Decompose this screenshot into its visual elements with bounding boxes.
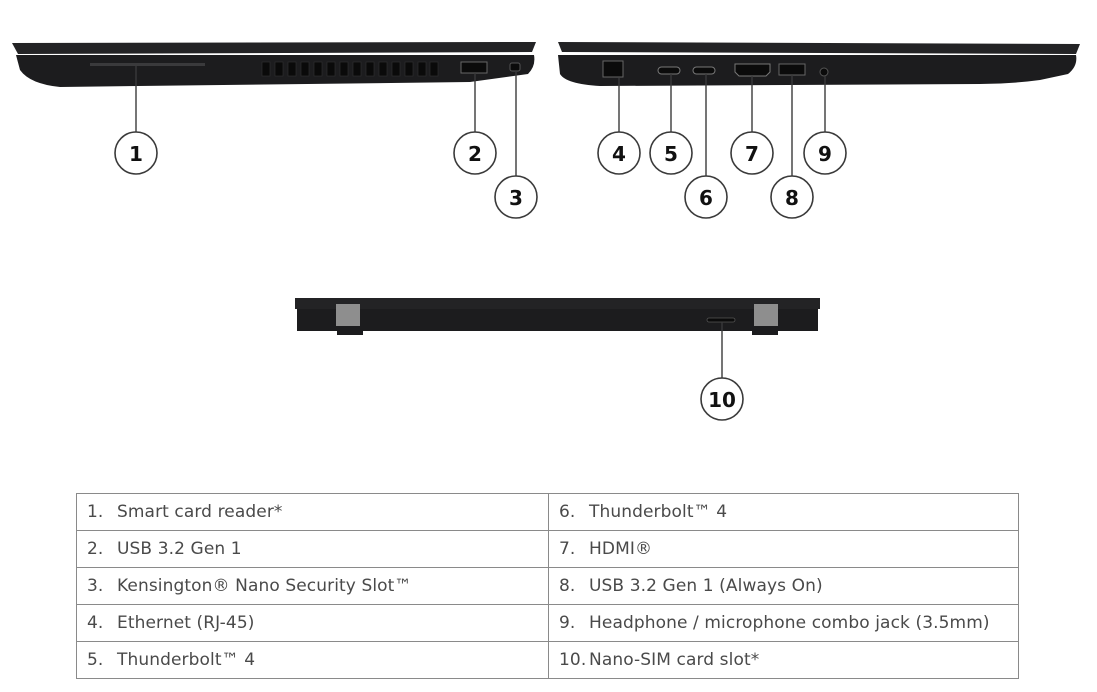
legend-number: 8. — [559, 576, 576, 596]
legend-cell: 8. USB 3.2 Gen 1 (Always On) — [548, 567, 1019, 605]
legend-text: Thunderbolt™ 4 — [589, 502, 728, 522]
svg-text:6: 6 — [699, 186, 713, 210]
rear-chassis-base — [297, 309, 818, 331]
smart-card-slot — [90, 63, 205, 66]
legend-number: 7. — [559, 539, 576, 559]
svg-text:3: 3 — [509, 186, 523, 210]
legend-cell: 9. Headphone / microphone combo jack (3.5… — [548, 604, 1019, 642]
nano-sim-slot — [706, 317, 736, 323]
hdmi-port — [734, 63, 771, 77]
legend-text: USB 3.2 Gen 1 (Always On) — [589, 576, 823, 596]
svg-text:9: 9 — [818, 142, 832, 166]
table-row: 1. Smart card reader* 6. Thunderbolt™ 4 — [76, 493, 1019, 531]
svg-text:2: 2 — [468, 142, 482, 166]
table-row: 5. Thunderbolt™ 4 10.Nano-SIM card slot* — [76, 641, 1019, 679]
hinge-left — [336, 304, 360, 326]
rear-foot-right — [752, 330, 778, 335]
callout-1: 1 — [114, 131, 158, 175]
legend-cell: 5. Thunderbolt™ 4 — [76, 641, 549, 679]
legend-number: 3. — [87, 576, 104, 596]
left-side-view — [12, 42, 536, 87]
legend-cell: 2. USB 3.2 Gen 1 — [76, 530, 549, 568]
legend-number: 2. — [87, 539, 104, 559]
left-chassis-lid — [12, 42, 536, 54]
right-chassis-lid — [558, 42, 1080, 54]
legend-cell: 6. Thunderbolt™ 4 — [548, 493, 1019, 531]
svg-text:5: 5 — [664, 142, 678, 166]
legend-text: Nano-SIM card slot* — [589, 650, 760, 670]
legend-number: 5. — [87, 650, 104, 670]
legend-cell: 1. Smart card reader* — [76, 493, 549, 531]
right-chassis-base — [558, 55, 1077, 86]
legend-text: USB 3.2 Gen 1 — [117, 539, 242, 559]
svg-text:10: 10 — [708, 388, 736, 412]
callout-4: 4 — [597, 131, 641, 175]
table-row: 2. USB 3.2 Gen 1 7. HDMI® — [76, 530, 1019, 568]
table-row: 4. Ethernet (RJ-45) 9. Headphone / microph… — [76, 604, 1019, 642]
usb-a-port-left — [460, 61, 488, 74]
rear-foot-left — [337, 330, 363, 335]
thunderbolt-port-6 — [692, 66, 716, 75]
ports-diagram: 1 2 3 4 5 6 7 8 9 10 — [12, 42, 1080, 421]
svg-text:4: 4 — [612, 142, 626, 166]
callout-7: 7 — [730, 131, 774, 175]
hinge-right — [754, 304, 778, 326]
legend-cell: 10.Nano-SIM card slot* — [548, 641, 1019, 679]
thunderbolt-port-5 — [657, 66, 681, 75]
leader-lines — [135, 66, 826, 378]
right-side-view — [558, 42, 1080, 86]
legend-text: Ethernet (RJ-45) — [117, 613, 255, 633]
legend-number: 1. — [87, 502, 104, 522]
legend-number: 10. — [559, 650, 587, 670]
audio-jack — [819, 67, 829, 77]
callout-3: 3 — [494, 175, 538, 219]
svg-text:7: 7 — [745, 142, 759, 166]
legend-text: HDMI® — [589, 539, 653, 559]
svg-text:8: 8 — [785, 186, 799, 210]
legend-text: Kensington® Nano Security Slot™ — [117, 576, 412, 596]
callout-2: 2 — [453, 131, 497, 175]
ethernet-port — [602, 60, 624, 78]
ports-legend-table: 1. Smart card reader* 6. Thunderbolt™ 4 2.… — [76, 493, 1019, 679]
legend-number: 9. — [559, 613, 576, 633]
legend-text: Headphone / microphone combo jack (3.5mm… — [589, 613, 990, 633]
legend-cell: 4. Ethernet (RJ-45) — [76, 604, 549, 642]
rear-view — [295, 298, 820, 335]
legend-number: 6. — [559, 502, 576, 522]
rear-chassis-lid — [295, 298, 820, 309]
vent-grille — [261, 61, 439, 77]
legend-text: Thunderbolt™ 4 — [117, 650, 256, 670]
svg-text:1: 1 — [129, 142, 143, 166]
legend-number: 4. — [87, 613, 104, 633]
legend-cell: 3. Kensington® Nano Security Slot™ — [76, 567, 549, 605]
table-row: 3. Kensington® Nano Security Slot™ 8. USB … — [76, 567, 1019, 605]
kensington-slot — [509, 62, 521, 72]
callout-10: 10 — [700, 377, 744, 421]
callout-6: 6 — [684, 175, 728, 219]
callout-5: 5 — [649, 131, 693, 175]
callout-8: 8 — [770, 175, 814, 219]
legend-text: Smart card reader* — [117, 502, 283, 522]
legend-cell: 7. HDMI® — [548, 530, 1019, 568]
usb-a-port-right — [778, 63, 806, 76]
callout-9: 9 — [803, 131, 847, 175]
